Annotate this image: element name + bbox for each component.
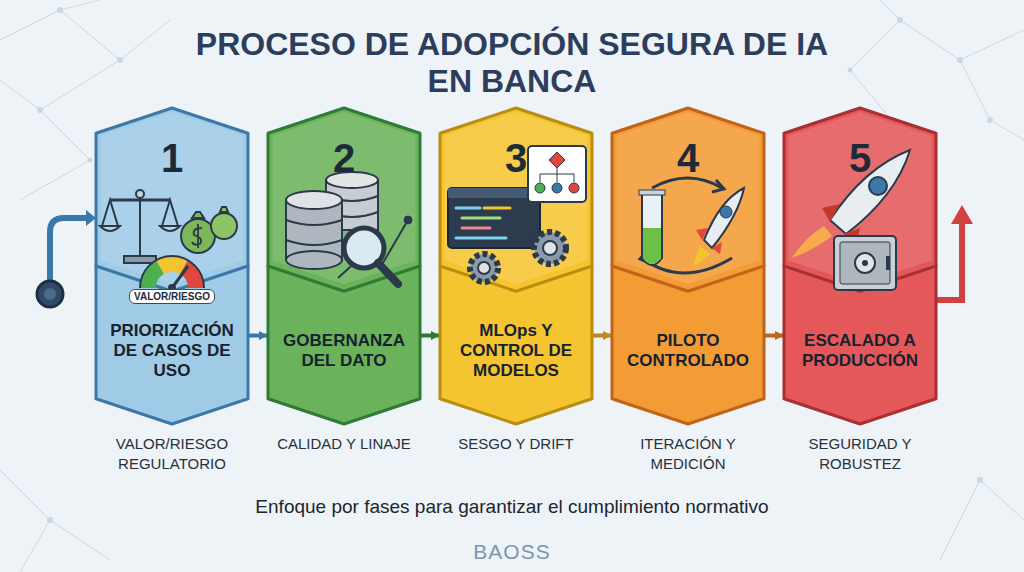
flow-arrow [765,334,783,338]
hexagon-sheen [273,112,416,284]
upper-hexagon [440,108,592,291]
watermark: BAOSS [473,540,550,564]
step-subtitle: SESGO Y DRIFT [458,434,573,454]
step-number: 1 [161,136,183,180]
hexagon-sheen [617,112,760,284]
text-slot: ESCALADO A PRODUCCIÓN [791,306,929,398]
text-slot: ITERACIÓN Y MEDICIÓN [608,434,768,480]
text-slot: VALOR/RIESGO [96,288,248,304]
text-slot: PILOTO CONTROLADO [619,306,757,398]
text-slot: GOBERNANZA DEL DATO [275,306,413,398]
step-number: 3 [505,136,527,180]
flow-arrow [249,334,267,338]
start-connector [37,210,96,307]
network-dots [37,7,993,523]
process-step: 3MLOps Y CONTROL DE MODELOSSESGO Y DRIFT [440,108,592,424]
text-slot: PRIORIZACIÓN DE CASOS DE USO [103,306,241,398]
step-subtitle: ITERACIÓN Y MEDICIÓN [608,434,768,474]
labels-slot: BAOSS [0,536,1024,568]
text-slot: SEGURIDAD Y ROBUSTEZ [780,434,940,480]
step-number: 4 [677,136,699,180]
text-slot: 4 [612,134,764,182]
step-illustration [639,178,744,273]
upper-hexagon [612,108,764,291]
caption-slot: Enfoque por fases para garantizar el cum… [0,492,1024,522]
step-subtitle: SEGURIDAD Y ROBUSTEZ [780,434,940,474]
gauge-label: VALOR/RIESGO [129,289,215,304]
process-step: 1VALOR/RIESGO PRIORIZACIÓN DE CASOS DE US… [96,108,248,424]
title-slot: PROCESO DE ADOPCIÓN SEGURA DE IA EN BANC… [0,24,1024,102]
step-number: 2 [333,136,355,180]
step-heading: PRIORIZACIÓN DE CASOS DE USO [103,321,241,381]
process-step: 5ESCALADO A PRODUCCIÓNSEGURIDAD Y ROBUST… [784,108,936,424]
step-heading: GOBERNANZA DEL DATO [275,331,413,371]
text-slot: SESGO Y DRIFT [436,434,596,480]
upper-hexagon [784,108,936,291]
step-subtitle: CALIDAD Y LINAJE [277,434,411,454]
upper-hexagon [96,108,248,291]
step-number: 5 [849,136,871,180]
process-step: 2GOBERNANZA DEL DATOCALIDAD Y LINAJE [268,108,420,424]
text-slot: CALIDAD Y LINAJE [264,434,424,480]
text-slot: 2 [268,134,420,182]
flow-arrow [421,334,439,338]
hexagon-sheen [445,112,588,284]
text-slot: MLOps Y CONTROL DE MODELOS [447,306,585,398]
step-illustration [100,190,237,292]
step-illustration [286,172,412,284]
step-heading: ESCALADO A PRODUCCIÓN [791,331,929,371]
text-slot: 3 [440,134,592,182]
flow-arrow [593,334,611,338]
caption: Enfoque por fases para garantizar el cum… [255,496,768,518]
text-slot: 1 [96,134,248,182]
diagram-title: PROCESO DE ADOPCIÓN SEGURA DE IA EN BANC… [182,26,842,100]
step-heading: MLOps Y CONTROL DE MODELOS [447,321,585,381]
end-arrow [936,205,973,300]
process-step: 4PILOTO CONTROLADOITERACIÓN Y MEDICIÓN [612,108,764,424]
step-heading: PILOTO CONTROLADO [619,331,757,371]
text-slot: 5 [784,134,936,182]
text-slot: VALOR/RIESGO REGULATORIO [92,434,252,480]
step-subtitle: VALOR/RIESGO REGULATORIO [92,434,252,474]
upper-hexagon [268,108,420,291]
